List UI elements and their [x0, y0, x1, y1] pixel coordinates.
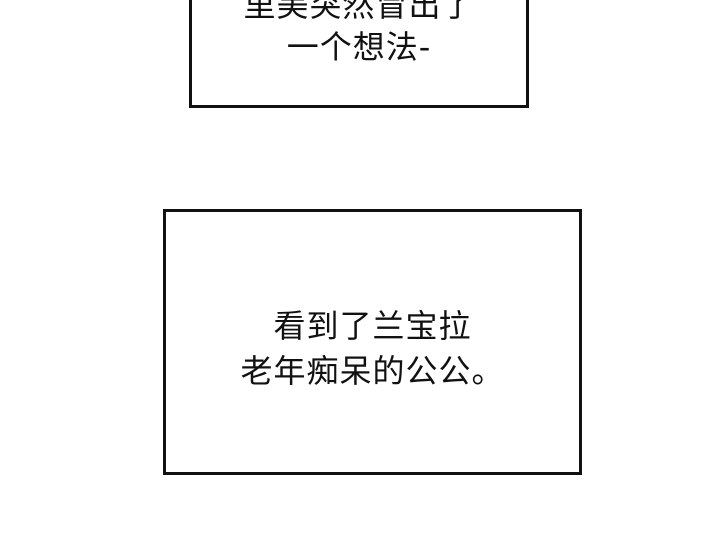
caption-line: 看到了兰宝拉 — [273, 307, 472, 345]
caption-box-top: 里美突然冒出了 一个想法- — [189, 0, 529, 108]
caption-line: 里美突然冒出了 — [243, 0, 475, 24]
caption-line: 老年痴呆的公公。 — [240, 352, 505, 390]
caption-line: 一个想法- — [286, 28, 432, 66]
caption-box-bottom: 看到了兰宝拉 老年痴呆的公公。 — [163, 209, 582, 475]
